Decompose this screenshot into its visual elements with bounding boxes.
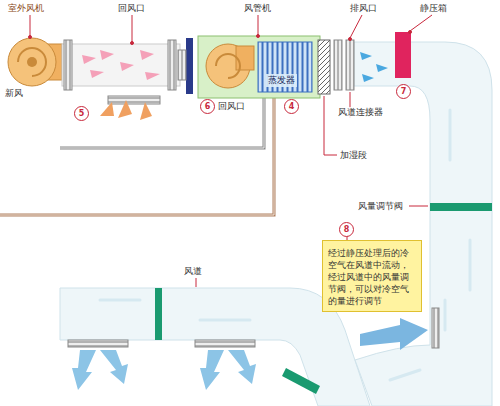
label: 排风口 (350, 3, 377, 14)
callout-number: 6 (200, 99, 215, 114)
label: 风道连接器 (338, 107, 383, 118)
callout-number: 7 (396, 84, 411, 99)
callout-number: 8 (339, 222, 354, 237)
label: 风道 (184, 266, 202, 277)
label: 回风口 (218, 101, 245, 112)
node-text: 经过静压处理后的冷空气在风道中流动，经过风道中的风量调节阀，可以对冷空气的量进行… (328, 247, 416, 307)
evaporator-label: 蒸发器 (266, 74, 297, 87)
label: 风管机 (244, 3, 271, 14)
label: 室外风机 (8, 3, 44, 14)
label: 加湿段 (340, 150, 367, 161)
label: 回风口 (118, 3, 145, 14)
label: 新风 (5, 88, 23, 99)
label: 静压箱 (420, 3, 447, 14)
label: 风量调节阀 (358, 201, 403, 212)
node-text: 蒸发器 (268, 75, 295, 86)
note-box: 经过静压处理后的冷空气在风道中流动，经过风道中的风量调节阀，可以对冷空气的量进行… (322, 240, 422, 312)
callout-number: 4 (284, 99, 299, 114)
callout-number: 5 (74, 106, 89, 121)
